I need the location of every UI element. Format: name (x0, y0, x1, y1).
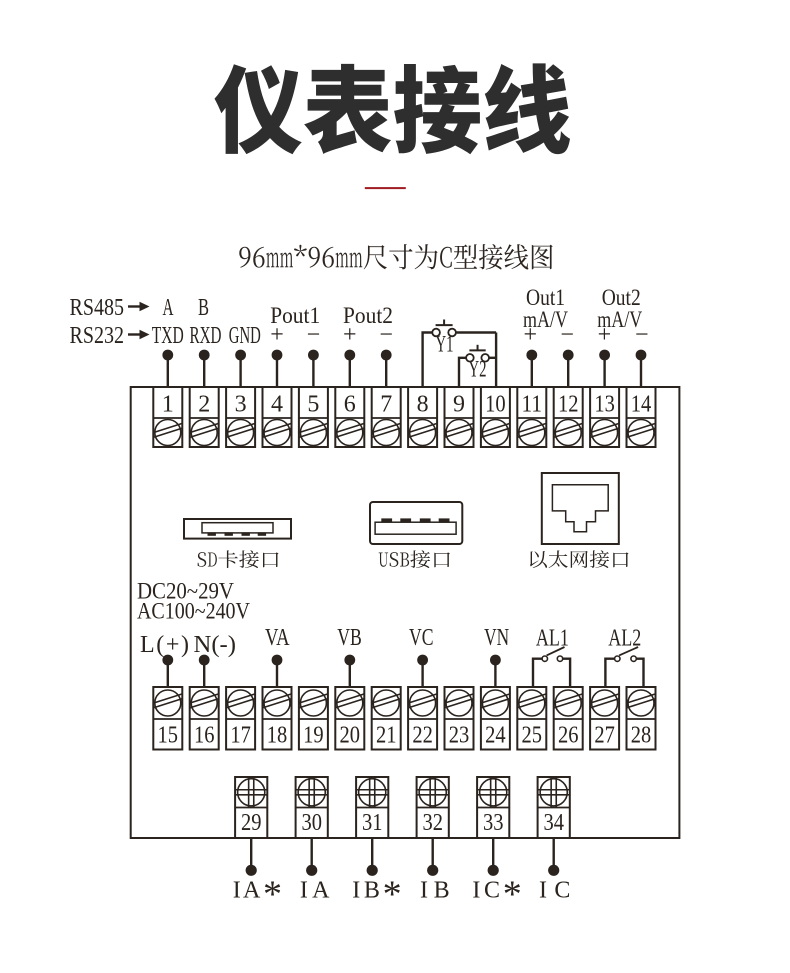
svg-text:17: 17 (230, 723, 251, 749)
svg-text:24: 24 (485, 723, 506, 749)
svg-text:8: 8 (417, 392, 429, 418)
svg-text:IA: IA (300, 878, 330, 904)
svg-text:13: 13 (594, 392, 615, 418)
svg-text:20: 20 (340, 723, 361, 749)
svg-text:IA: IA (233, 878, 261, 904)
svg-text:TXD: TXD (152, 323, 184, 349)
svg-text:AL1: AL1 (536, 626, 569, 652)
svg-text:+: + (598, 322, 612, 348)
svg-text:mA/V: mA/V (523, 307, 568, 332)
svg-text:12: 12 (558, 392, 579, 418)
svg-text:VA: VA (265, 625, 290, 651)
svg-text:27: 27 (594, 723, 615, 749)
svg-text:IB: IB (420, 878, 450, 904)
svg-text:29: 29 (241, 810, 262, 836)
svg-text:Pout1: Pout1 (270, 303, 320, 328)
svg-text:7: 7 (380, 392, 392, 418)
svg-text:21: 21 (376, 723, 397, 749)
svg-text:AL2: AL2 (608, 626, 641, 652)
svg-text:−: − (307, 322, 321, 348)
svg-text:9: 9 (453, 392, 465, 418)
svg-text:IC: IC (472, 878, 500, 904)
svg-text:32: 32 (422, 810, 443, 836)
svg-text:mA/V: mA/V (597, 307, 642, 332)
svg-text:VN: VN (484, 625, 509, 651)
svg-text:25: 25 (522, 723, 543, 749)
svg-text:+: + (343, 322, 357, 348)
svg-text:−: − (560, 322, 574, 348)
svg-text:15: 15 (158, 723, 179, 749)
svg-text:RS485: RS485 (70, 295, 125, 321)
svg-text:18: 18 (267, 723, 288, 749)
svg-text:4: 4 (271, 392, 283, 418)
svg-text:5: 5 (307, 392, 319, 418)
svg-text:16: 16 (194, 723, 215, 749)
svg-text:19: 19 (303, 723, 324, 749)
svg-text:11: 11 (522, 392, 543, 418)
svg-text:22: 22 (412, 723, 433, 749)
svg-text:−: − (379, 322, 393, 348)
svg-text:Out2: Out2 (602, 285, 641, 310)
svg-text:33: 33 (483, 810, 504, 836)
svg-text:Out1: Out1 (526, 285, 565, 310)
svg-text:14: 14 (631, 392, 652, 418)
svg-text:28: 28 (631, 723, 652, 749)
svg-text:N(-): N(-) (194, 632, 237, 658)
svg-text:Y2: Y2 (469, 357, 487, 382)
svg-text:GND: GND (229, 323, 261, 349)
svg-text:IB: IB (352, 878, 380, 904)
svg-text:6: 6 (344, 392, 356, 418)
svg-text:AC100~240V: AC100~240V (137, 599, 250, 624)
svg-text:10: 10 (485, 392, 506, 418)
svg-text:RS232: RS232 (70, 323, 125, 349)
svg-text:DC20~29V: DC20~29V (137, 579, 234, 604)
svg-text:+: + (270, 322, 284, 348)
svg-text:30: 30 (301, 810, 322, 836)
svg-text:23: 23 (449, 723, 470, 749)
svg-text:*: * (383, 874, 402, 916)
svg-text:RXD: RXD (190, 323, 222, 349)
svg-text:3: 3 (235, 392, 247, 418)
svg-text:1: 1 (162, 392, 174, 418)
svg-text:*: * (263, 874, 282, 916)
svg-text:B: B (198, 295, 209, 321)
svg-text:Pout2: Pout2 (343, 303, 393, 328)
svg-text:A: A (163, 295, 174, 321)
svg-text:26: 26 (558, 723, 579, 749)
svg-text:31: 31 (362, 810, 383, 836)
svg-text:*: * (503, 874, 522, 916)
svg-text:Y1: Y1 (436, 332, 454, 357)
svg-text:VC: VC (409, 625, 434, 651)
svg-text:−: − (635, 322, 649, 348)
svg-text:2: 2 (198, 392, 210, 418)
svg-text:VB: VB (337, 625, 362, 651)
svg-text:IC: IC (539, 878, 570, 904)
svg-text:34: 34 (543, 810, 564, 836)
svg-text:+: + (524, 322, 538, 348)
